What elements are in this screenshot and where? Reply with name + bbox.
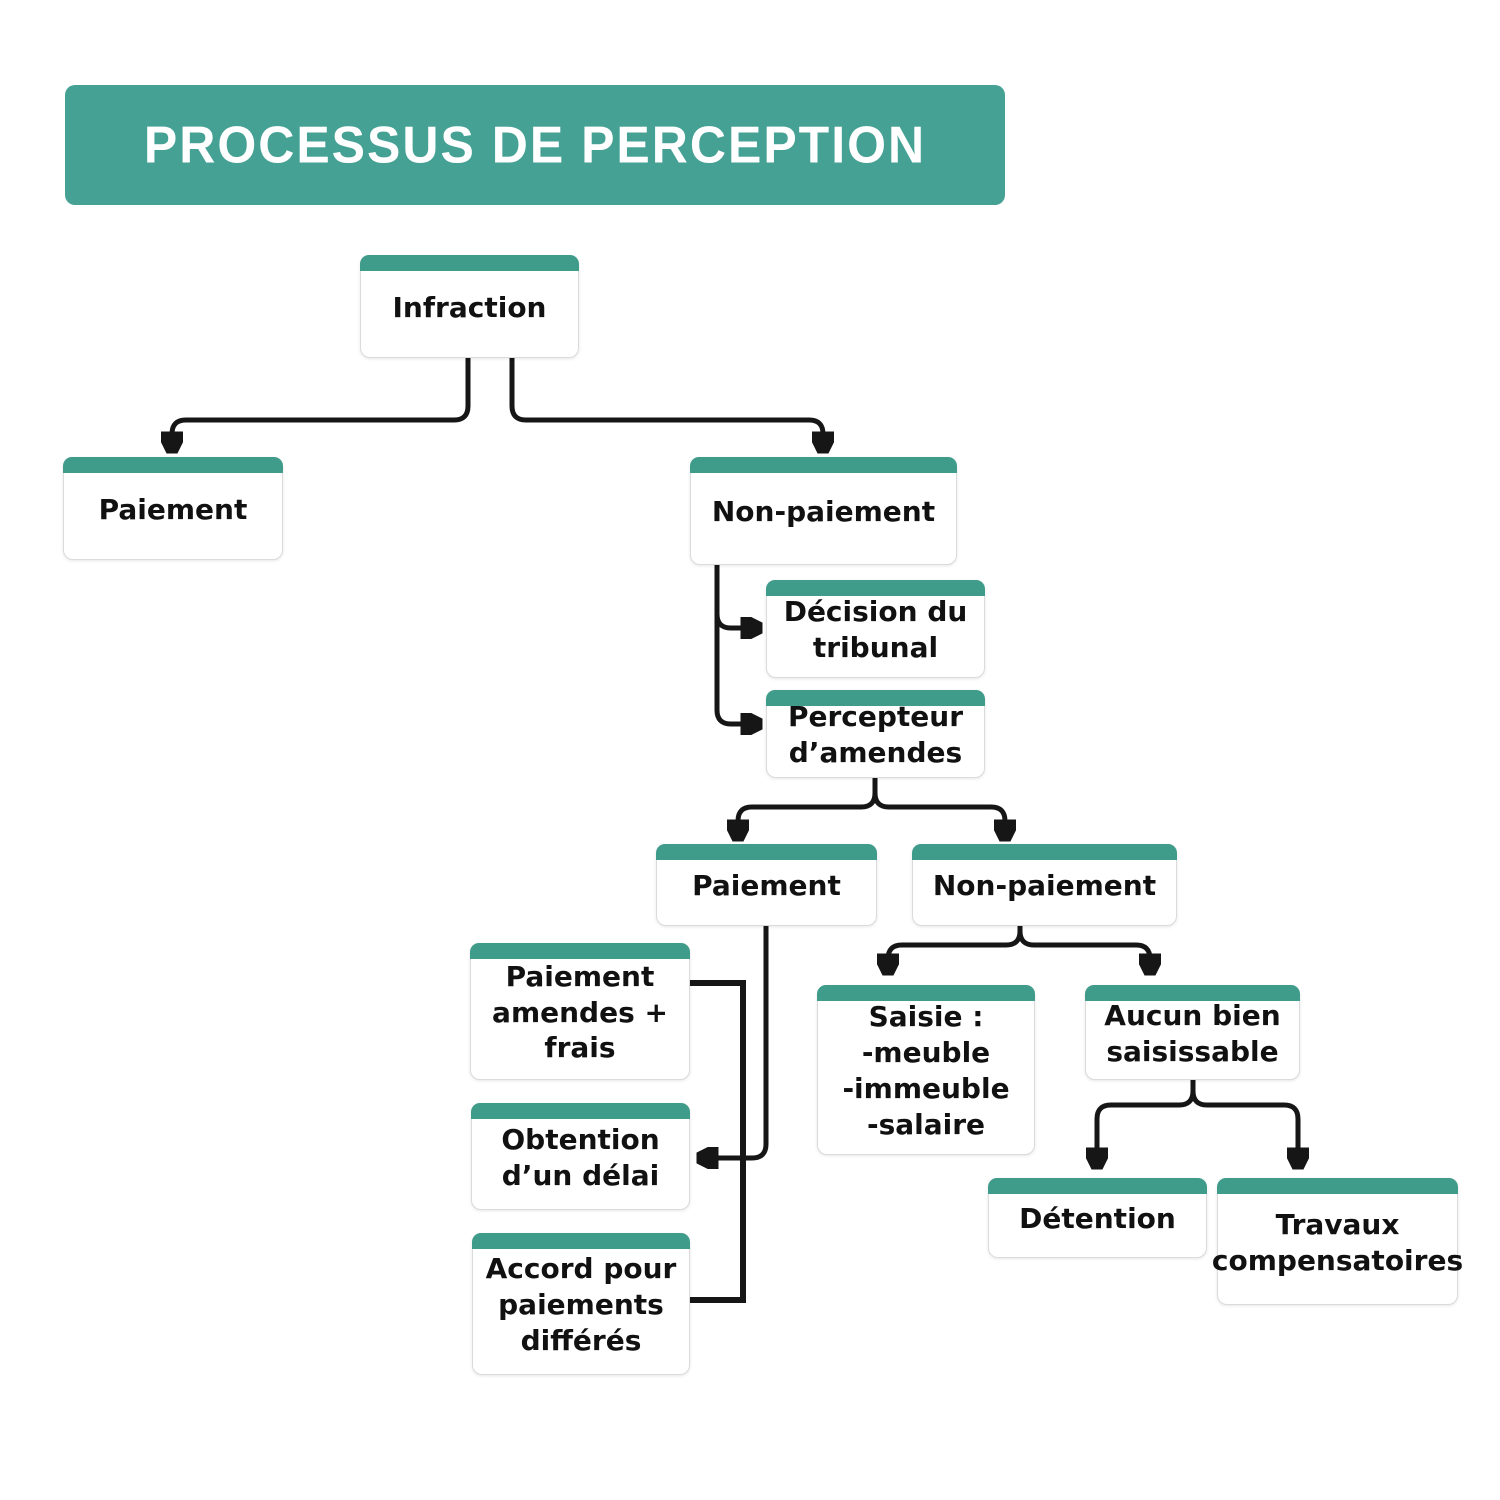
edge-infraction-nonpaiement1 <box>509 358 823 449</box>
node-header-bar <box>656 844 877 860</box>
node-label: Obtention d’un délai <box>501 1122 660 1192</box>
node-accord-paiements-differes: Accord pour paiements différés <box>472 1233 690 1375</box>
edge-percepteur-paiement2 <box>738 776 878 837</box>
edge-aucunbien-detention <box>1097 1078 1196 1165</box>
node-infraction: Infraction <box>360 255 579 358</box>
edge-aucunbien-travaux <box>1190 1078 1298 1165</box>
edge-nonpaiement1-decision <box>714 563 758 628</box>
node-label: Infraction <box>392 290 547 324</box>
node-label: Paiement <box>692 869 841 903</box>
node-label: Décision du tribunal <box>783 595 968 664</box>
node-header-bar <box>360 255 579 271</box>
edge-paiement2-obtention <box>701 924 769 1158</box>
node-label: Travaux compensatoires <box>1211 1207 1464 1277</box>
node-header-bar <box>690 457 957 473</box>
page-title: PROCESSUS DE PERCEPTION <box>143 115 927 175</box>
node-header-bar <box>471 1103 690 1119</box>
node-label: Aucun bien saisissable <box>1104 998 1281 1068</box>
edge-infraction-paiement1 <box>172 358 471 449</box>
node-saisie: Saisie : -meuble -immeuble -salaire <box>817 985 1035 1155</box>
node-label: Non-paiement <box>711 495 936 529</box>
node-non-paiement-1: Non-paiement <box>690 457 957 565</box>
node-header-bar <box>63 457 283 473</box>
node-label: Détention <box>1019 1202 1176 1236</box>
node-label: Non-paiement <box>932 869 1157 903</box>
node-paiement-amendes-frais: Paiement amendes + frais <box>470 943 690 1080</box>
node-label: Accord pour paiements différés <box>485 1252 677 1357</box>
title-banner: PROCESSUS DE PERCEPTION <box>65 85 1005 205</box>
node-header-bar <box>988 1178 1207 1194</box>
node-label: Saisie : -meuble -immeuble -salaire <box>842 1000 1010 1141</box>
node-decision-tribunal: Décision du tribunal <box>766 580 985 678</box>
node-header-bar <box>470 943 690 959</box>
node-aucun-bien-saisissable: Aucun bien saisissable <box>1085 985 1300 1080</box>
node-header-bar <box>1085 985 1300 1001</box>
edge-bracket-paiementamendes-accord <box>690 980 746 1303</box>
node-obtention-delai: Obtention d’un délai <box>471 1103 690 1210</box>
node-header-bar <box>472 1233 690 1249</box>
node-detention: Détention <box>988 1178 1207 1258</box>
node-percepteur-amendes: Percepteur d’amendes <box>766 690 985 778</box>
node-header-bar <box>817 985 1035 1001</box>
edge-nonpaiement2-saisie <box>888 924 1023 971</box>
node-paiement-1: Paiement <box>63 457 283 560</box>
node-label: Percepteur d’amendes <box>787 700 964 769</box>
edge-nonpaiement1-percepteur <box>714 563 758 724</box>
node-header-bar <box>766 580 985 596</box>
edge-percepteur-nonpaiement2 <box>872 776 1005 837</box>
edge-nonpaiement2-aucunbien <box>1017 924 1150 971</box>
node-non-paiement-2: Non-paiement <box>912 844 1177 926</box>
node-label: Paiement <box>98 492 248 526</box>
node-label: Paiement amendes + frais <box>492 959 668 1065</box>
node-travaux-compensatoires: Travaux compensatoires <box>1212 1178 1463 1305</box>
node-header-bar <box>912 844 1177 860</box>
node-header-bar <box>1217 1178 1458 1194</box>
node-paiement-2: Paiement <box>656 844 877 926</box>
node-header-bar <box>766 690 985 706</box>
